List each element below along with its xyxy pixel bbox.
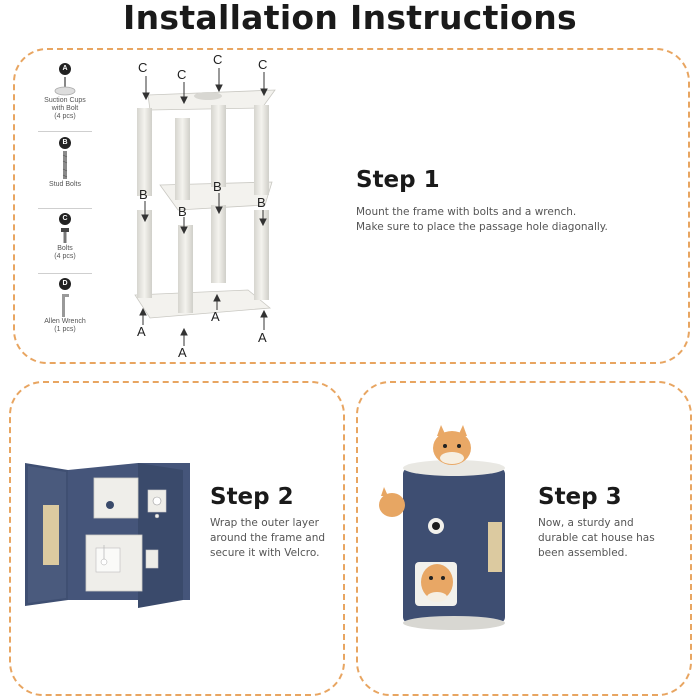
step-3-line: been assembled.	[538, 547, 628, 559]
step-2-title: Step 2	[210, 484, 294, 510]
allen-wrench-icon	[62, 294, 69, 317]
post	[211, 205, 226, 283]
part-d-name: Allen Wrench	[44, 318, 86, 325]
post	[178, 225, 193, 313]
step-3-line: Now, a sturdy and	[538, 517, 634, 529]
cat-inside	[421, 564, 453, 600]
parts-divider	[38, 208, 92, 209]
step-1-line: Make sure to place the passage hole diag…	[356, 221, 608, 233]
part-a-badge: A	[59, 63, 71, 75]
post	[137, 210, 152, 298]
assembly-arrows	[139, 68, 268, 346]
bottom-platform	[134, 289, 272, 319]
part-d: D Allen Wrench (1 pcs)	[38, 278, 92, 334]
step-2-line: secure it with Velcro.	[210, 547, 320, 559]
upper-box	[93, 477, 139, 519]
parts-divider	[38, 273, 92, 274]
step-1-line: Mount the frame with bolts and a wrench.	[356, 206, 577, 218]
step-2-line: Wrap the outer layer	[210, 517, 319, 529]
step-3-description: Now, a sturdy and durable cat house has …	[538, 516, 655, 561]
label-a: A	[211, 309, 220, 324]
cat-peeking	[379, 493, 405, 517]
label-a: A	[137, 324, 146, 339]
part-c: C Bolts (4 pcs)	[38, 213, 92, 261]
label-c: C	[177, 67, 187, 82]
part-c-name: Bolts	[57, 245, 73, 252]
peep-hole	[432, 522, 440, 530]
lower-box	[85, 534, 143, 592]
label-c: C	[258, 57, 268, 72]
parts-divider	[38, 131, 92, 132]
step-2-line: around the frame and	[210, 532, 326, 544]
step-2-description: Wrap the outer layer around the frame an…	[210, 516, 325, 561]
label-a: A	[258, 330, 267, 345]
part-c-badge: C	[59, 213, 71, 225]
step-1-title: Step 1	[356, 167, 440, 193]
label-a: A	[178, 345, 187, 360]
bolt-icon	[61, 228, 69, 243]
part-b-name: Stud Bolts	[49, 181, 81, 188]
part-d-badge: D	[59, 278, 71, 290]
label-b: B	[178, 204, 187, 219]
part-a-name: Suction Cups with Bolt	[44, 97, 86, 112]
label-b: B	[139, 187, 148, 202]
part-a: A Suction Cups with Bolt (4 pcs)	[38, 63, 92, 121]
passage-hole-top	[194, 92, 222, 100]
part-a-qty: (4 pcs)	[54, 113, 76, 120]
scratch-pad	[488, 522, 502, 572]
label-b: B	[257, 195, 266, 210]
post	[175, 118, 190, 200]
suction-cup-icon	[54, 77, 76, 96]
post	[254, 105, 269, 195]
page-title: Installation Instructions	[123, 0, 577, 37]
part-d-qty: (1 pcs)	[54, 326, 76, 333]
step-3-title: Step 3	[538, 484, 622, 510]
stud-bolt-icon	[62, 151, 68, 179]
part-c-qty: (4 pcs)	[54, 253, 76, 260]
step-3-line: durable cat house has	[538, 532, 655, 544]
post	[254, 210, 269, 300]
cat-house-top	[403, 460, 505, 476]
scratch-pad	[43, 505, 59, 565]
label-c: C	[138, 60, 148, 75]
part-b-badge: B	[59, 137, 71, 149]
step-1-description: Mount the frame with bolts and a wrench.…	[356, 205, 608, 235]
post	[137, 108, 152, 196]
part-b: B Stud Bolts	[38, 137, 92, 193]
label-b: B	[213, 179, 222, 194]
step-1-panel	[13, 48, 690, 364]
post	[211, 105, 226, 187]
label-c: C	[213, 52, 223, 67]
